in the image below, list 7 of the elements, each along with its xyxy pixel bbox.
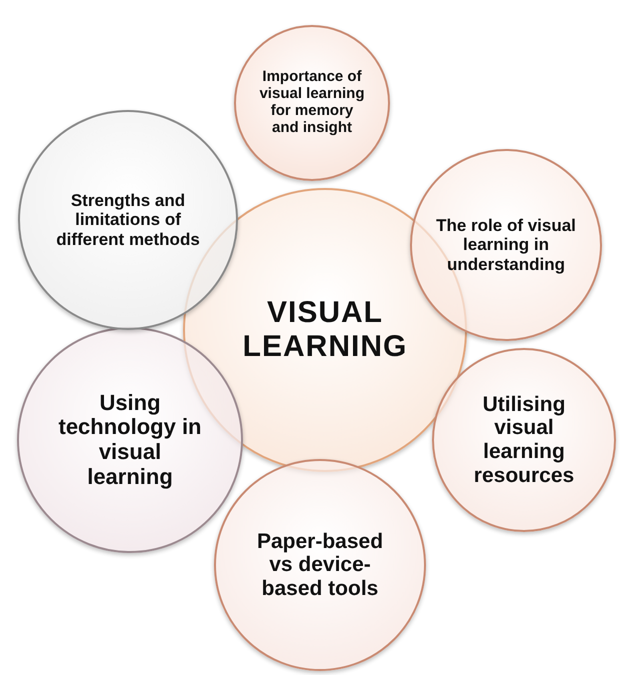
- node-text: Using technology in visual learning: [58, 390, 202, 490]
- node-text: Strengths and limitations of different methods: [55, 191, 201, 249]
- node-text: The role of visual learning in understanding: [435, 216, 577, 274]
- node-text: Utilising visual learning resources: [472, 392, 576, 488]
- title-text: VISUAL LEARNING: [242, 296, 408, 364]
- node-text: Importance of visual learning for memory and insight: [258, 69, 366, 137]
- node-text: Paper-based vs device-based tools: [256, 530, 384, 600]
